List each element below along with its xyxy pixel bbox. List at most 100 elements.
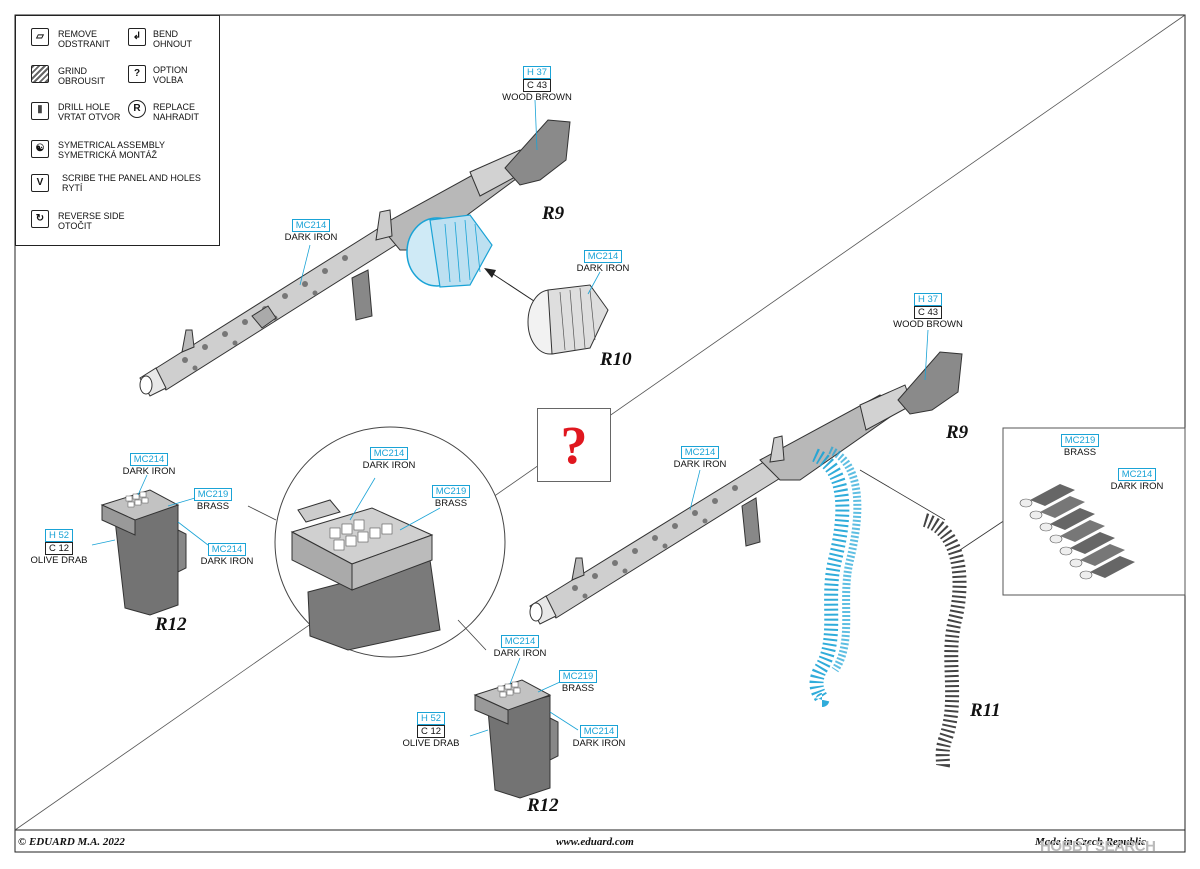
cartridge-detail-box bbox=[1002, 427, 1186, 596]
part-label-r11: R11 bbox=[970, 700, 1001, 721]
legend-option: OPTION VOLBA bbox=[153, 65, 188, 85]
replace-icon: R bbox=[128, 100, 146, 118]
callout-left-box-side: MC214 DARK IRON bbox=[192, 543, 262, 567]
legend-text: NAHRADIT bbox=[153, 112, 200, 122]
ammo-belt-highlight bbox=[809, 448, 850, 707]
color-code: MC214 bbox=[207, 543, 247, 556]
bend-icon: ↲ bbox=[128, 28, 146, 46]
r12-bottom-ammo-box bbox=[469, 657, 579, 799]
mid-mg-assembly bbox=[529, 329, 1006, 773]
color-name: DARK IRON bbox=[284, 232, 338, 243]
legend-text: REPLACE bbox=[153, 102, 196, 112]
remove-icon: ▱ bbox=[31, 28, 49, 46]
legend-text: OTOČIT bbox=[58, 221, 92, 231]
color-code: MC214 bbox=[369, 447, 409, 460]
callout-bottom-box-top: MC214 DARK IRON bbox=[485, 635, 555, 659]
callout-left-box-brass: MC219 BRASS bbox=[188, 488, 238, 512]
callout-mid-barrel: MC214 DARK IRON bbox=[665, 446, 735, 470]
legend-text: SYMETRICKÁ MONTÁŽ bbox=[58, 150, 158, 160]
color-code: MC214 bbox=[500, 635, 540, 648]
legend-text: REMOVE bbox=[58, 29, 98, 39]
symmetrical-icon: ☯ bbox=[31, 140, 49, 158]
legend-remove: REMOVE ODSTRANIT bbox=[58, 29, 110, 49]
color-name: DARK IRON bbox=[200, 556, 254, 567]
color-name: BRASS bbox=[196, 501, 230, 512]
color-name: DARK IRON bbox=[576, 263, 630, 274]
color-name: DARK IRON bbox=[122, 466, 176, 477]
r11-belt bbox=[922, 513, 967, 773]
legend-reverse: REVERSE SIDE OTOČIT bbox=[58, 211, 125, 231]
color-code: MC214 bbox=[1117, 468, 1157, 481]
callout-bottom-box-brass: MC219 BRASS bbox=[553, 670, 603, 694]
color-code: H 37 bbox=[522, 66, 552, 79]
drill-icon: ⦀ bbox=[31, 102, 49, 120]
footer-website: www.eduard.com bbox=[556, 836, 634, 848]
watermark: HOBBY SEARCH bbox=[1040, 838, 1156, 855]
color-code: MC219 bbox=[431, 485, 471, 498]
legend-bend: BEND OHNOUT bbox=[153, 29, 192, 49]
color-code: MC219 bbox=[193, 488, 233, 501]
callout-circle-top: MC214 DARK IRON bbox=[354, 447, 424, 471]
legend-scribe: SCRIBE THE PANEL AND HOLES RYTÍ bbox=[62, 173, 201, 193]
callout-left-box-body: H 52 C 12 OLIVE DRAB bbox=[24, 529, 94, 566]
color-code: MC214 bbox=[583, 250, 623, 263]
legend-text: OPTION bbox=[153, 65, 188, 75]
reverse-side-icon: ↻ bbox=[31, 210, 49, 228]
color-code: H 52 bbox=[44, 529, 74, 542]
color-name: BRASS bbox=[561, 683, 595, 694]
r10-drum bbox=[527, 284, 609, 355]
callout-drum: MC214 DARK IRON bbox=[568, 250, 638, 274]
legend-text: BEND bbox=[153, 29, 179, 39]
callout-mid-stock: H 37 C 43 WOOD BROWN bbox=[888, 293, 968, 330]
color-code: MC214 bbox=[680, 446, 720, 459]
footer-copyright: © EDUARD M.A. 2022 bbox=[18, 836, 125, 848]
legend-text: OHNOUT bbox=[153, 39, 192, 49]
color-name: DARK IRON bbox=[493, 648, 547, 659]
option-question-box: ? bbox=[537, 408, 611, 482]
legend-text: VOLBA bbox=[153, 75, 184, 85]
legend-text: DRILL HOLE bbox=[58, 102, 111, 112]
callout-bottom-box-side: MC214 DARK IRON bbox=[564, 725, 634, 749]
part-label-r12-left: R12 bbox=[155, 614, 187, 635]
legend-drill: DRILL HOLE VRTAT OTVOR bbox=[58, 102, 120, 122]
callout-inset-iron: MC214 DARK IRON bbox=[1102, 468, 1172, 492]
question-mark-icon: ? bbox=[560, 415, 588, 475]
color-name: DARK IRON bbox=[362, 460, 416, 471]
color-code: MC219 bbox=[1060, 434, 1100, 447]
color-name: OLIVE DRAB bbox=[402, 738, 460, 749]
option-icon: ? bbox=[128, 65, 146, 83]
symbol-legend: ▱ REMOVE ODSTRANIT ↲ BEND OHNOUT GRIND O… bbox=[15, 15, 220, 246]
callout-circle-brass: MC219 BRASS bbox=[426, 485, 476, 509]
color-code: H 52 bbox=[416, 712, 446, 725]
color-code: H 37 bbox=[913, 293, 943, 306]
color-name: DARK IRON bbox=[572, 738, 626, 749]
color-name: BRASS bbox=[1063, 447, 1097, 458]
top-mg-assembly bbox=[139, 99, 609, 397]
color-code: MC219 bbox=[558, 670, 598, 683]
footer-made-in: Made in Czech Republic bbox=[1035, 836, 1146, 848]
color-name: OLIVE DRAB bbox=[30, 555, 88, 566]
callout-top-stock: H 37 C 43 WOOD BROWN bbox=[497, 66, 577, 103]
callout-bottom-box-body: H 52 C 12 OLIVE DRAB bbox=[396, 712, 466, 749]
color-code: MC214 bbox=[291, 219, 331, 232]
color-name: DARK IRON bbox=[673, 459, 727, 470]
callout-left-box-top: MC214 DARK IRON bbox=[114, 453, 184, 477]
part-label-r12-bottom: R12 bbox=[527, 795, 559, 816]
drum-magazine-highlight bbox=[406, 214, 493, 288]
part-label-r10: R10 bbox=[600, 349, 632, 370]
legend-symmetrical: SYMETRICAL ASSEMBLY SYMETRICKÁ MONTÁŽ bbox=[58, 140, 165, 160]
legend-text: VRTAT OTVOR bbox=[58, 112, 121, 122]
legend-text: SYMETRICAL ASSEMBLY bbox=[58, 140, 166, 150]
color-code: MC214 bbox=[579, 725, 619, 738]
color-code: C 43 bbox=[913, 306, 943, 319]
color-name: WOOD BROWN bbox=[893, 319, 963, 330]
color-name: WOOD BROWN bbox=[502, 92, 572, 103]
color-code: C 12 bbox=[416, 725, 446, 738]
magnifier-circle bbox=[247, 426, 506, 658]
scribe-icon: V bbox=[31, 174, 49, 192]
color-name: BRASS bbox=[434, 498, 468, 509]
legend-text: ODSTRANIT bbox=[58, 39, 111, 49]
part-label-r9-top: R9 bbox=[542, 203, 565, 224]
color-name: DARK IRON bbox=[1110, 481, 1164, 492]
